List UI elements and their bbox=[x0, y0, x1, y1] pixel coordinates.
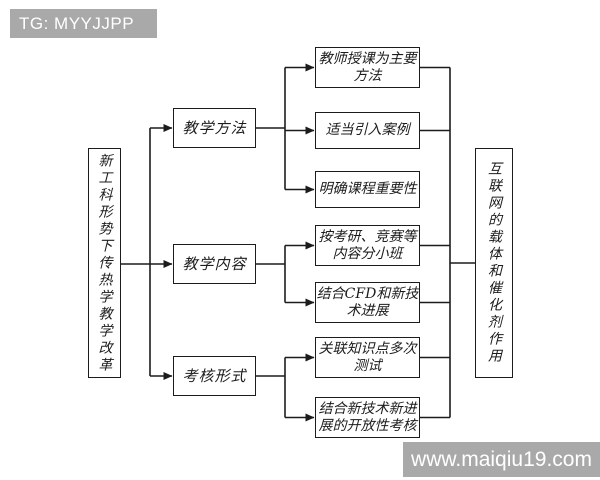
leaf-box-cfd-technology: 结合CFD和新技 术进展 bbox=[315, 282, 420, 323]
leaf-box-small-classes: 按考研、竞赛等 内容分小班 bbox=[315, 225, 420, 266]
branch-box-teaching-methods: 教学方法 bbox=[173, 108, 256, 148]
leaf-box-multiple-tests: 关联知识点多次 测试 bbox=[315, 337, 420, 378]
leaf-box-open-assessment: 结合新技术新进 展的开放性考核 bbox=[315, 397, 420, 438]
leaf-box-introduce-cases: 适当引入案例 bbox=[315, 112, 420, 149]
branch-box-teaching-content: 教学内容 bbox=[173, 244, 256, 284]
leaf-box-teacher-lecturing: 教师授课为主要 方法 bbox=[315, 47, 420, 88]
root-box: 新工科形势下传热学教学改革 bbox=[88, 148, 121, 378]
watermark-banner-top: TG: MYYJJPP bbox=[10, 9, 157, 38]
leaf-box-course-importance: 明确课程重要性 bbox=[315, 171, 420, 208]
watermark-banner-bottom: www.maiqiu19.com bbox=[403, 442, 600, 477]
branch-box-assessment-form: 考核形式 bbox=[173, 356, 256, 396]
sink-box-internet-role: 互联网的载体和催化剂作用 bbox=[475, 148, 513, 378]
